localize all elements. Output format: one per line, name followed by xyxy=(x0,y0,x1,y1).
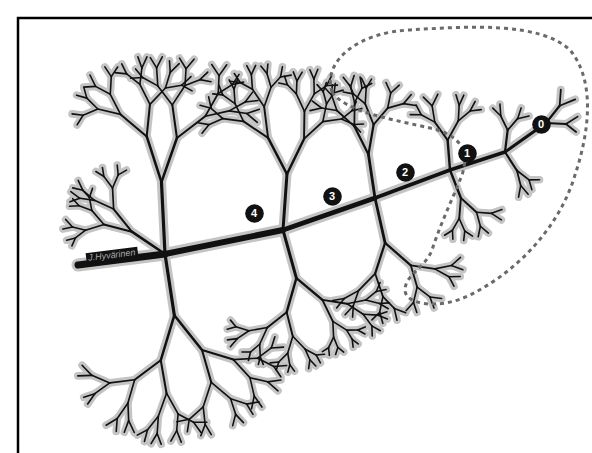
dashed-outline xyxy=(330,27,587,304)
callout-number: 3 xyxy=(329,188,335,205)
callout-circle: 3 xyxy=(323,187,342,206)
branch-halo xyxy=(63,57,578,445)
callout-number: 0 xyxy=(538,116,544,133)
callout-number: 4 xyxy=(251,205,257,222)
callout-number: 2 xyxy=(402,164,408,181)
callout-circle: 0 xyxy=(532,115,551,134)
callout-circle: 4 xyxy=(245,204,264,223)
frame-border xyxy=(18,18,592,453)
callout-number: 1 xyxy=(464,145,470,162)
branch-lines xyxy=(63,57,578,445)
callout-circle: 2 xyxy=(396,163,415,182)
callout-circle: 1 xyxy=(458,144,477,163)
